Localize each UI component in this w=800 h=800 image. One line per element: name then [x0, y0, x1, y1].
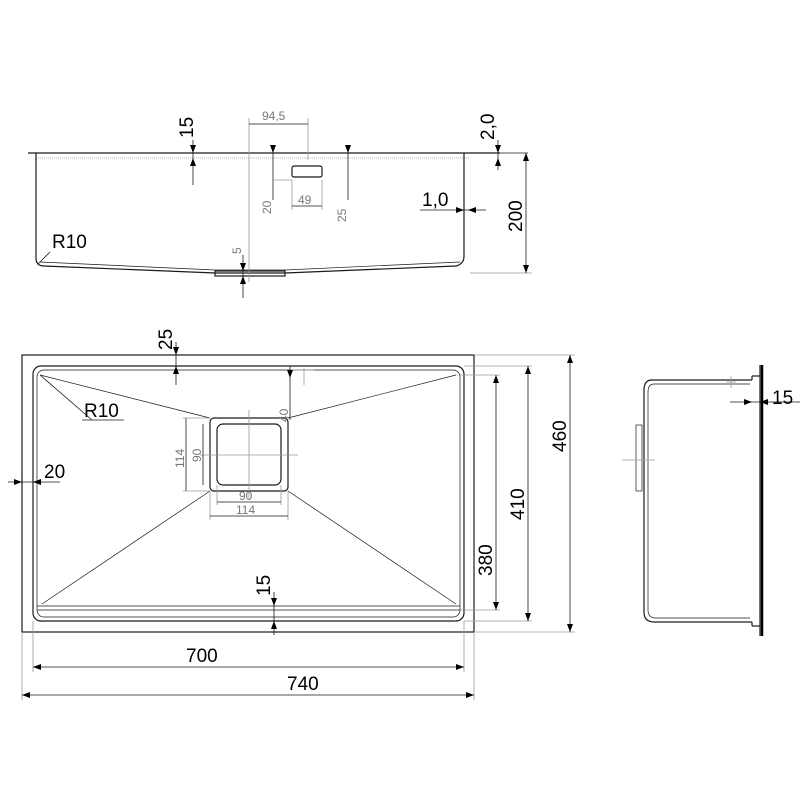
side-bottom-inner — [39, 261, 461, 271]
end-body-outline — [643, 379, 752, 623]
dim-top-114-h: 114 — [236, 503, 255, 517]
dim-top-r10: R10 — [84, 401, 119, 422]
dim-top-90-v: 90 — [190, 448, 204, 462]
dim-top-40: 40 — [277, 408, 291, 422]
dim-end-15: 15 — [772, 388, 793, 409]
dim-side-25: 25 — [335, 208, 349, 222]
dim-side-200: 200 — [506, 200, 527, 232]
slope-line-bl — [41, 490, 211, 605]
top-inner-bowl-edge — [36, 369, 461, 618]
side-view: 15 94,5 2,0 20 49 25 1,0 200 — [28, 109, 532, 298]
dim-top-90-h: 90 — [239, 489, 253, 503]
dim-side-15: 15 — [177, 117, 198, 138]
dim-top-410: 410 — [508, 488, 529, 520]
top-inner-bowl — [32, 365, 465, 622]
dim-side-r10: R10 — [52, 232, 87, 253]
dim-top-15: 15 — [254, 575, 275, 596]
dim-top-380: 380 — [476, 544, 497, 576]
dim-top-740: 740 — [287, 674, 319, 695]
slope-line-tr — [287, 374, 457, 419]
dim-top-20: 20 — [44, 462, 65, 483]
end-view: 15 — [622, 365, 800, 636]
dim-side-1-0: 1,0 — [422, 190, 448, 211]
end-drain — [635, 424, 643, 492]
side-overflow-slot — [291, 165, 323, 178]
top-view: 25 40 R10 114 90 90 114 20 — [8, 329, 575, 700]
slope-line-tl — [39, 374, 211, 419]
dim-side-5: 5 — [230, 247, 244, 254]
slope-line-br — [287, 490, 457, 605]
side-drain-stub — [214, 270, 286, 277]
dim-top-460: 460 — [550, 420, 571, 452]
dim-top-700: 700 — [186, 646, 218, 667]
dim-side-20: 20 — [260, 200, 274, 214]
dim-side-49: 49 — [298, 193, 312, 207]
top-outer-flange — [21, 354, 475, 633]
dim-side-94-5: 94,5 — [262, 109, 286, 123]
dim-top-25: 25 — [156, 329, 177, 350]
dim-side-2-0: 2,0 — [478, 114, 499, 140]
side-body-outline — [35, 153, 465, 274]
dim-top-114-v: 114 — [173, 449, 187, 468]
